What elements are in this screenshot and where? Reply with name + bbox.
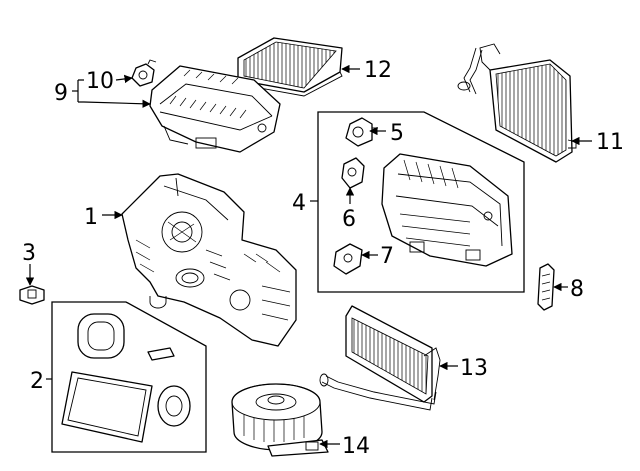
callout-label-7: 7 — [380, 244, 394, 269]
evaporator-core-part — [457, 43, 577, 163]
callout-label-2: 2 — [30, 369, 44, 394]
callout-label-5: 5 — [390, 121, 404, 146]
module-group-frame — [317, 111, 525, 293]
callout-label-8: 8 — [570, 277, 584, 302]
hvac-module-part — [381, 153, 513, 267]
callout-14: 14 — [319, 434, 370, 459]
callout-3: 3 — [22, 241, 36, 286]
callout-label-14: 14 — [342, 434, 370, 459]
temperature-sensor-part — [19, 285, 45, 305]
callout-5: 5 — [369, 121, 404, 146]
callout-9-10: 9 10 — [54, 69, 151, 108]
callout-label-3: 3 — [22, 241, 36, 266]
blend-door-actuator-part — [333, 243, 363, 275]
upper-hvac-housing-part — [149, 65, 281, 153]
callout-7: 7 — [361, 244, 394, 269]
recirculation-actuator-part — [341, 157, 365, 189]
callout-2: 2 — [30, 369, 52, 394]
callout-label-11: 11 — [596, 130, 624, 155]
callout-1: 1 — [84, 205, 123, 230]
blower-motor-part — [231, 383, 329, 457]
heater-core-part — [319, 305, 441, 411]
callout-label-13: 13 — [460, 356, 488, 381]
callout-12: 12 — [341, 58, 392, 83]
callout-label-6: 6 — [342, 207, 356, 232]
bracket-part — [537, 263, 555, 311]
callout-label-10: 10 — [86, 69, 114, 94]
callout-4: 4 — [292, 191, 318, 216]
seal-kit-part — [61, 313, 191, 443]
hvac-case-part — [121, 173, 297, 347]
callout-label-12: 12 — [364, 58, 392, 83]
callout-11: 11 — [571, 130, 624, 155]
callout-6: 6 — [342, 187, 356, 232]
callout-8: 8 — [553, 277, 584, 302]
callout-label-1: 1 — [84, 205, 98, 230]
cabin-air-filter-part — [237, 37, 343, 97]
mode-actuator-part — [131, 59, 157, 87]
seal-kit-frame — [51, 301, 207, 453]
callout-13: 13 — [439, 356, 488, 381]
temperature-actuator-part — [345, 117, 378, 147]
callout-label-4: 4 — [292, 191, 306, 216]
callout-label-9: 9 — [54, 81, 68, 106]
